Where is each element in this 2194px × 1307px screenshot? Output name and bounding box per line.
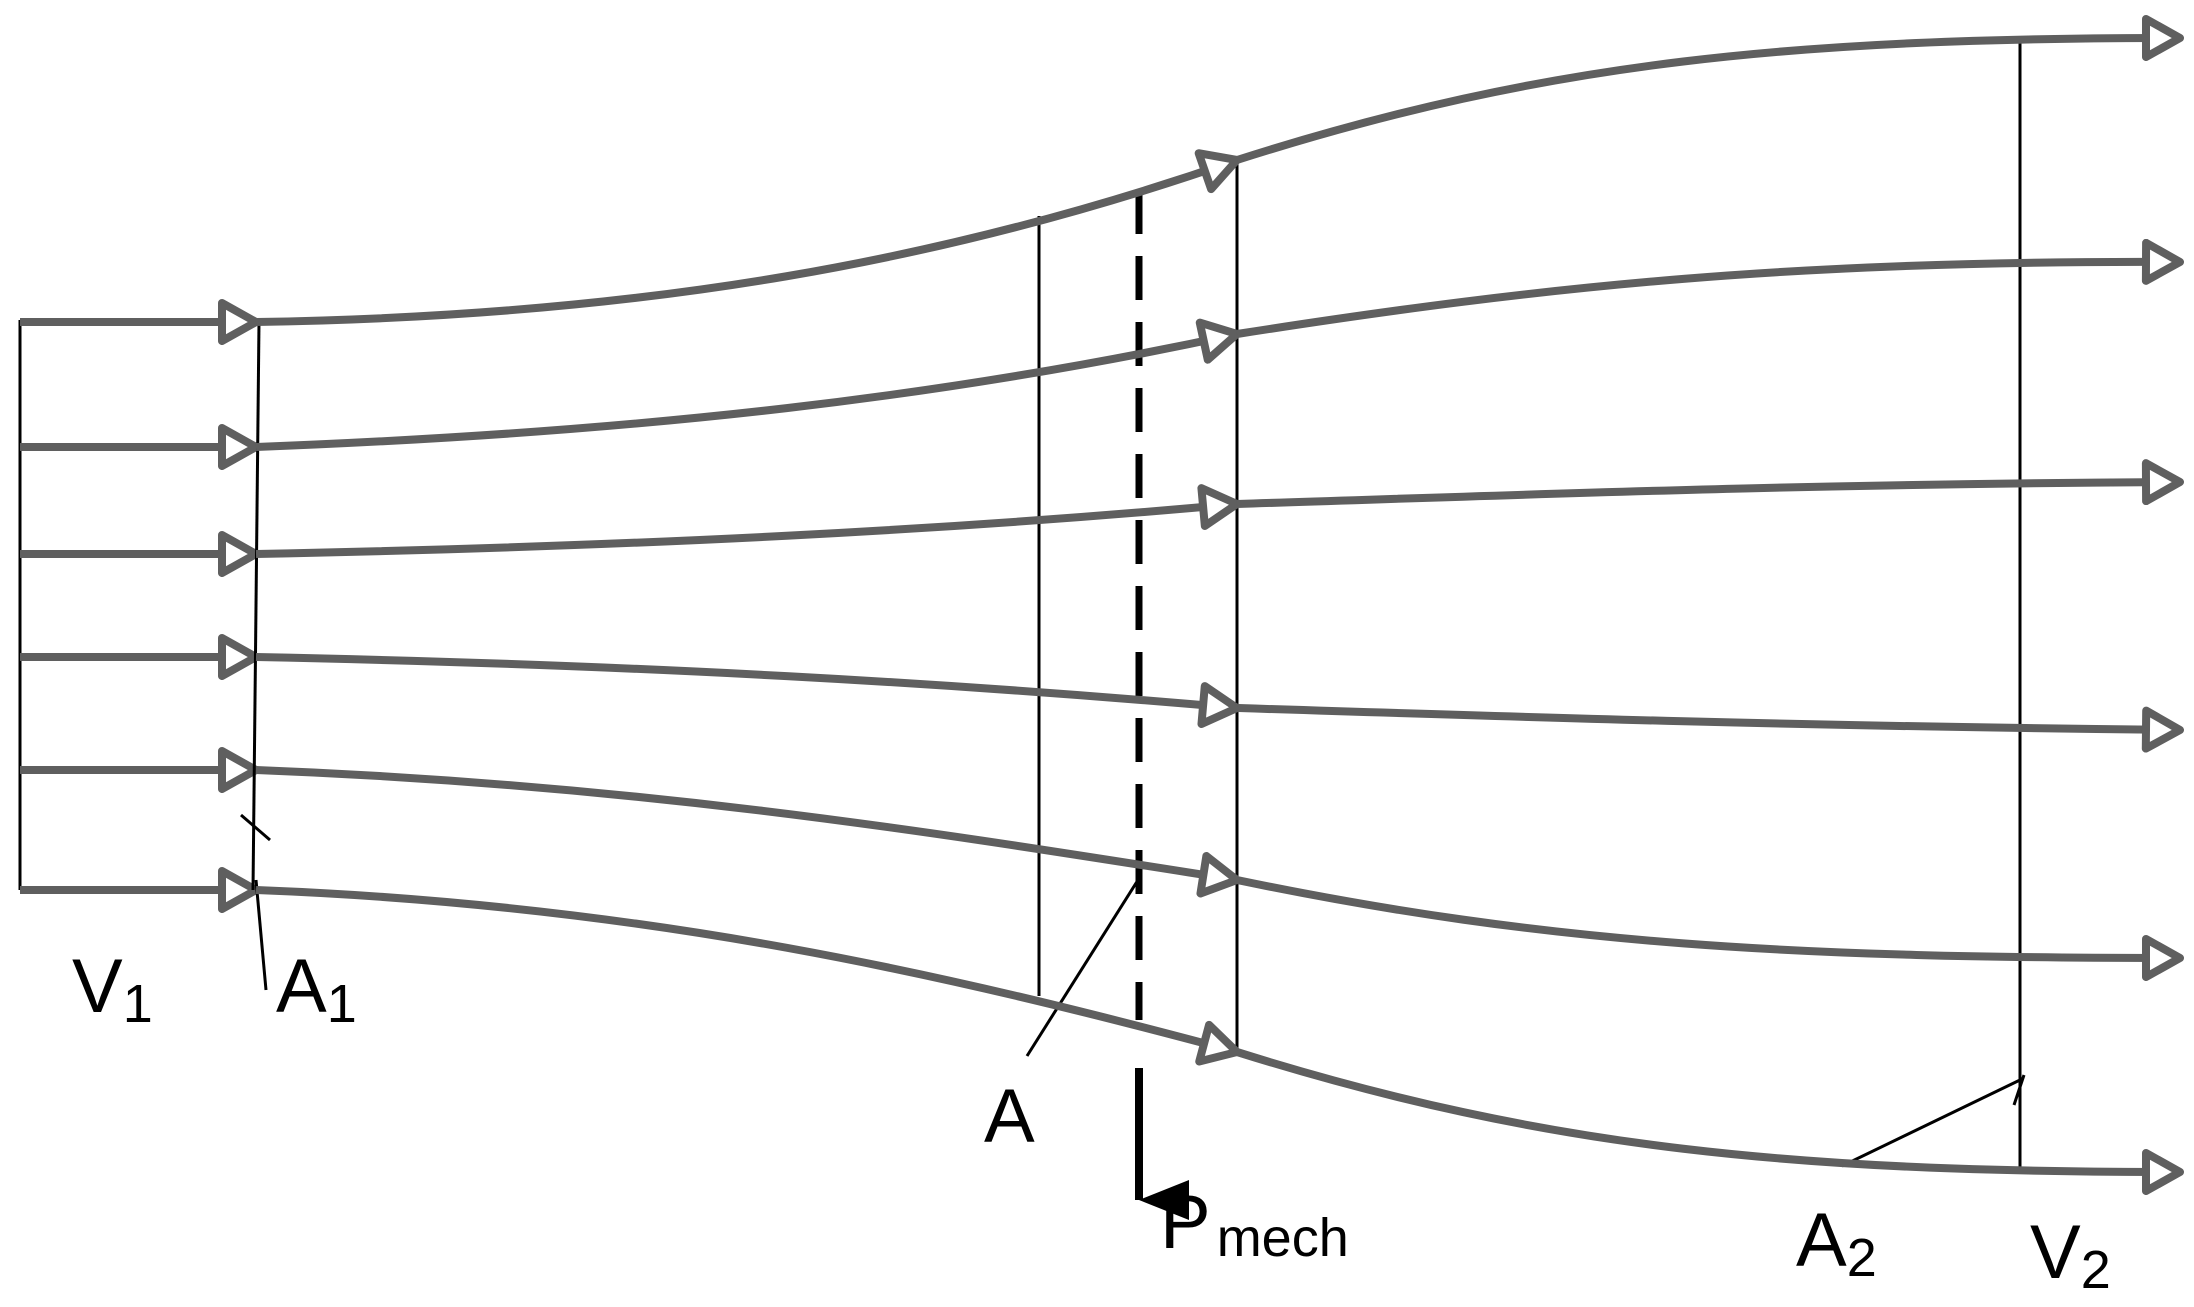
streamlines-upstream — [255, 149, 1241, 1066]
streamline-downstream-2 — [1236, 238, 2184, 338]
section-a1-leader — [254, 879, 268, 991]
inlet-velocity-profile — [18, 299, 260, 913]
section-a1-tick — [240, 813, 271, 842]
label-v2: V2 — [2030, 1210, 2111, 1300]
streamline-upstream-5 — [255, 766, 1241, 898]
streamline-downstream-5 — [1236, 876, 2184, 981]
streamline-upstream-6 — [255, 886, 1241, 1066]
section-a2-leader — [1841, 1078, 2021, 1168]
section-a1-line — [251, 321, 261, 891]
label-a1: A1 — [276, 944, 357, 1034]
streamline-upstream-2 — [255, 318, 1241, 451]
streamline-upstream-3 — [255, 484, 1241, 558]
section-lines — [240, 42, 2026, 1172]
section-a2-tick — [2012, 1074, 2026, 1106]
streamline-upstream-1 — [255, 149, 1241, 326]
streamline-upstream-4 — [255, 653, 1241, 728]
label-v1: V1 — [72, 944, 153, 1034]
streamline-downstream-4 — [1236, 704, 2184, 753]
streamlines-downstream — [1235, 15, 2184, 1195]
label-a2: A2 — [1796, 1198, 1877, 1288]
section-a-leader — [1025, 879, 1140, 1057]
label-a: A — [984, 1074, 1035, 1159]
streamline-downstream-6 — [1235, 1048, 2184, 1195]
streamline-downstream-3 — [1236, 459, 2184, 508]
streamline-downstream-1 — [1235, 15, 2184, 164]
